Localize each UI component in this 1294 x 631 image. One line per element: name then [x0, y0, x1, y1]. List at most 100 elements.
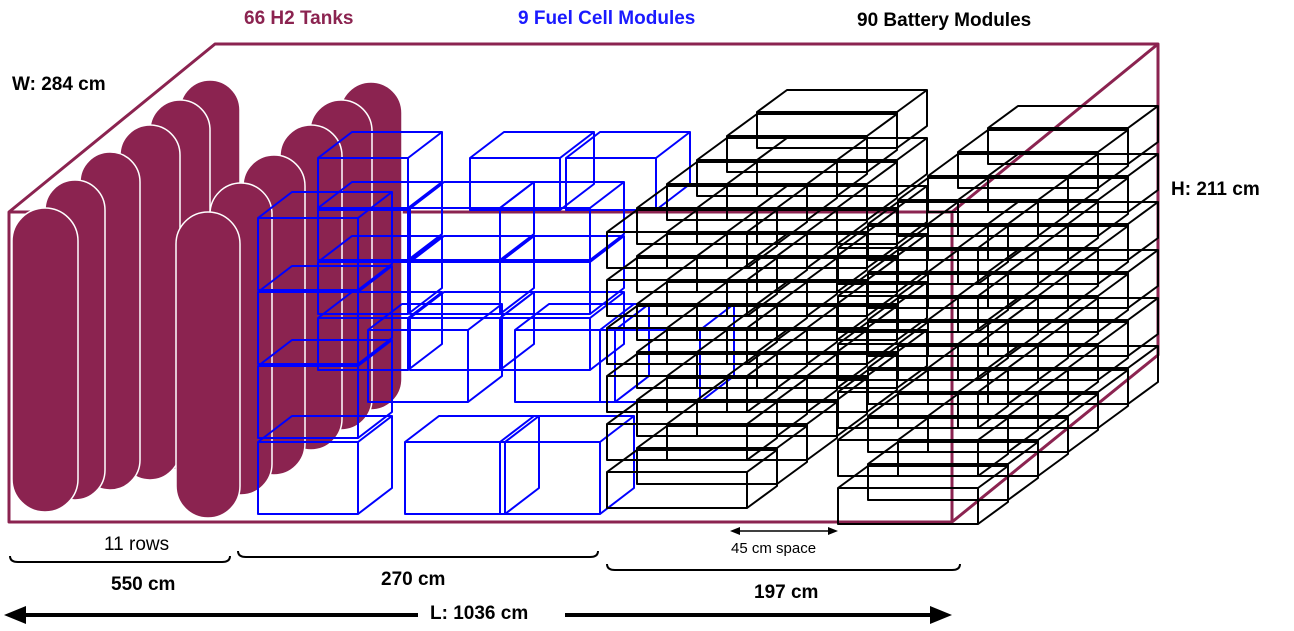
battery-module — [867, 463, 1009, 501]
battery-module-depth — [636, 281, 808, 341]
battery-module-depth — [756, 89, 928, 149]
fuel-cell-module-edge — [407, 131, 443, 159]
battery-module-edge — [896, 329, 928, 353]
battery-modules-label: 90 Battery Modules — [857, 10, 1032, 31]
length-arrow-head-left — [4, 606, 26, 624]
battery-module-depth — [636, 329, 808, 389]
battery-module-depth — [606, 401, 778, 461]
battery-modules-group — [606, 89, 1159, 525]
battery-module-edge — [866, 257, 898, 281]
h2-tank — [11, 207, 79, 513]
battery-module — [927, 415, 1069, 453]
fuel-cell-module — [565, 157, 657, 211]
battery-module — [957, 151, 1099, 189]
battery-module — [756, 159, 898, 197]
fuel-cell-module — [469, 157, 561, 211]
fuel-cell-module — [499, 207, 591, 261]
battery-module-edge — [1097, 369, 1129, 393]
height-label: H: 211 cm — [1171, 179, 1260, 200]
tank-rows-label: 11 rows — [104, 534, 170, 555]
fuel-cell-module — [514, 329, 616, 403]
fuel-cell-module-depth — [469, 131, 595, 211]
gap-arrow-head-left — [730, 527, 740, 535]
width-label: W: 284 cm — [12, 74, 106, 95]
fuel-cell-module — [317, 157, 409, 211]
battery-module-edge — [1127, 249, 1159, 273]
battery-module — [957, 343, 1099, 381]
fuel-cell-module — [367, 329, 469, 403]
battery-module-depth — [636, 185, 808, 245]
battery-module-depth — [957, 273, 1129, 333]
battery-module-edge — [896, 185, 928, 209]
fuel-cell-module — [499, 261, 591, 315]
battery-module-edge — [896, 89, 928, 113]
battery-module-depth — [957, 321, 1129, 381]
battery-module-edge — [866, 353, 898, 377]
fuel-cell-module — [404, 441, 506, 515]
battery-module-depth — [987, 201, 1159, 261]
battery-module — [957, 199, 1099, 237]
battery-gap-label: 45 cm space — [731, 540, 817, 557]
battery-module — [837, 487, 979, 525]
fuel-cell-module-edge — [589, 181, 625, 209]
fuel-cell-module-edge — [599, 415, 635, 443]
battery-module — [987, 271, 1129, 309]
battery-module — [987, 175, 1129, 213]
battery-module-depth — [666, 305, 838, 365]
fuel-cell-module — [257, 291, 359, 365]
fuel-cell-module-edge — [407, 181, 443, 209]
fuel-cell-module — [257, 365, 359, 439]
battery-module-depth — [606, 305, 778, 365]
battery-module — [756, 111, 898, 149]
battery-module — [957, 391, 1099, 429]
battery-module-edge — [1127, 345, 1159, 369]
battery-module — [897, 439, 1039, 477]
fuel-cell-module-edge — [504, 415, 540, 443]
battery-module-depth — [636, 425, 808, 485]
battery-module-depth — [987, 249, 1159, 309]
fuel-cell-module-edge — [467, 303, 503, 331]
battery-module-depth — [636, 377, 808, 437]
battery-module-depth — [606, 353, 778, 413]
fuel-cell-module — [317, 207, 409, 261]
battery-module-edge — [866, 113, 898, 137]
battery-module-depth — [987, 297, 1159, 357]
fuel-cell-module-edge — [559, 131, 595, 159]
fuel-cell-module-edge — [407, 235, 443, 263]
battery-module-depth — [606, 209, 778, 269]
battery-module-depth — [897, 369, 1069, 429]
battery-module-depth — [696, 137, 868, 197]
battery-module — [726, 183, 868, 221]
battery-module — [957, 295, 1099, 333]
fuel-cell-module — [317, 261, 409, 315]
fuel-cell-module-edge — [357, 191, 393, 219]
fuel-cell-module-edge — [357, 339, 393, 367]
fuel-cell-module-edge — [357, 415, 393, 443]
fuel-cell-module-depth — [565, 131, 691, 211]
battery-module-depth — [606, 449, 778, 509]
battery-module-depth — [666, 209, 838, 269]
fuel-cell-module-edge — [357, 265, 393, 293]
battery-module-depth — [696, 185, 868, 245]
fuel-cell-module — [257, 217, 359, 291]
battery-module-depth — [957, 225, 1129, 285]
battery-module-depth — [606, 257, 778, 317]
battery-module-depth — [837, 417, 1009, 477]
battery-module-edge — [1127, 201, 1159, 225]
fuel-cell-module — [257, 441, 359, 515]
battery-module-edge — [896, 233, 928, 257]
battery-module — [987, 127, 1129, 165]
gap-arrow-head-right — [828, 527, 838, 535]
battery-module — [666, 423, 808, 461]
battery-module — [636, 447, 778, 485]
battery-module-edge — [866, 161, 898, 185]
dimension-markers — [4, 527, 961, 624]
battery-module — [837, 439, 979, 477]
tank-length-brace — [9, 555, 231, 563]
battery-module — [987, 223, 1129, 261]
battery-module-edge — [1097, 321, 1129, 345]
battery-module — [957, 247, 1099, 285]
battery-module — [726, 135, 868, 173]
battery-module-edge — [1127, 105, 1159, 129]
